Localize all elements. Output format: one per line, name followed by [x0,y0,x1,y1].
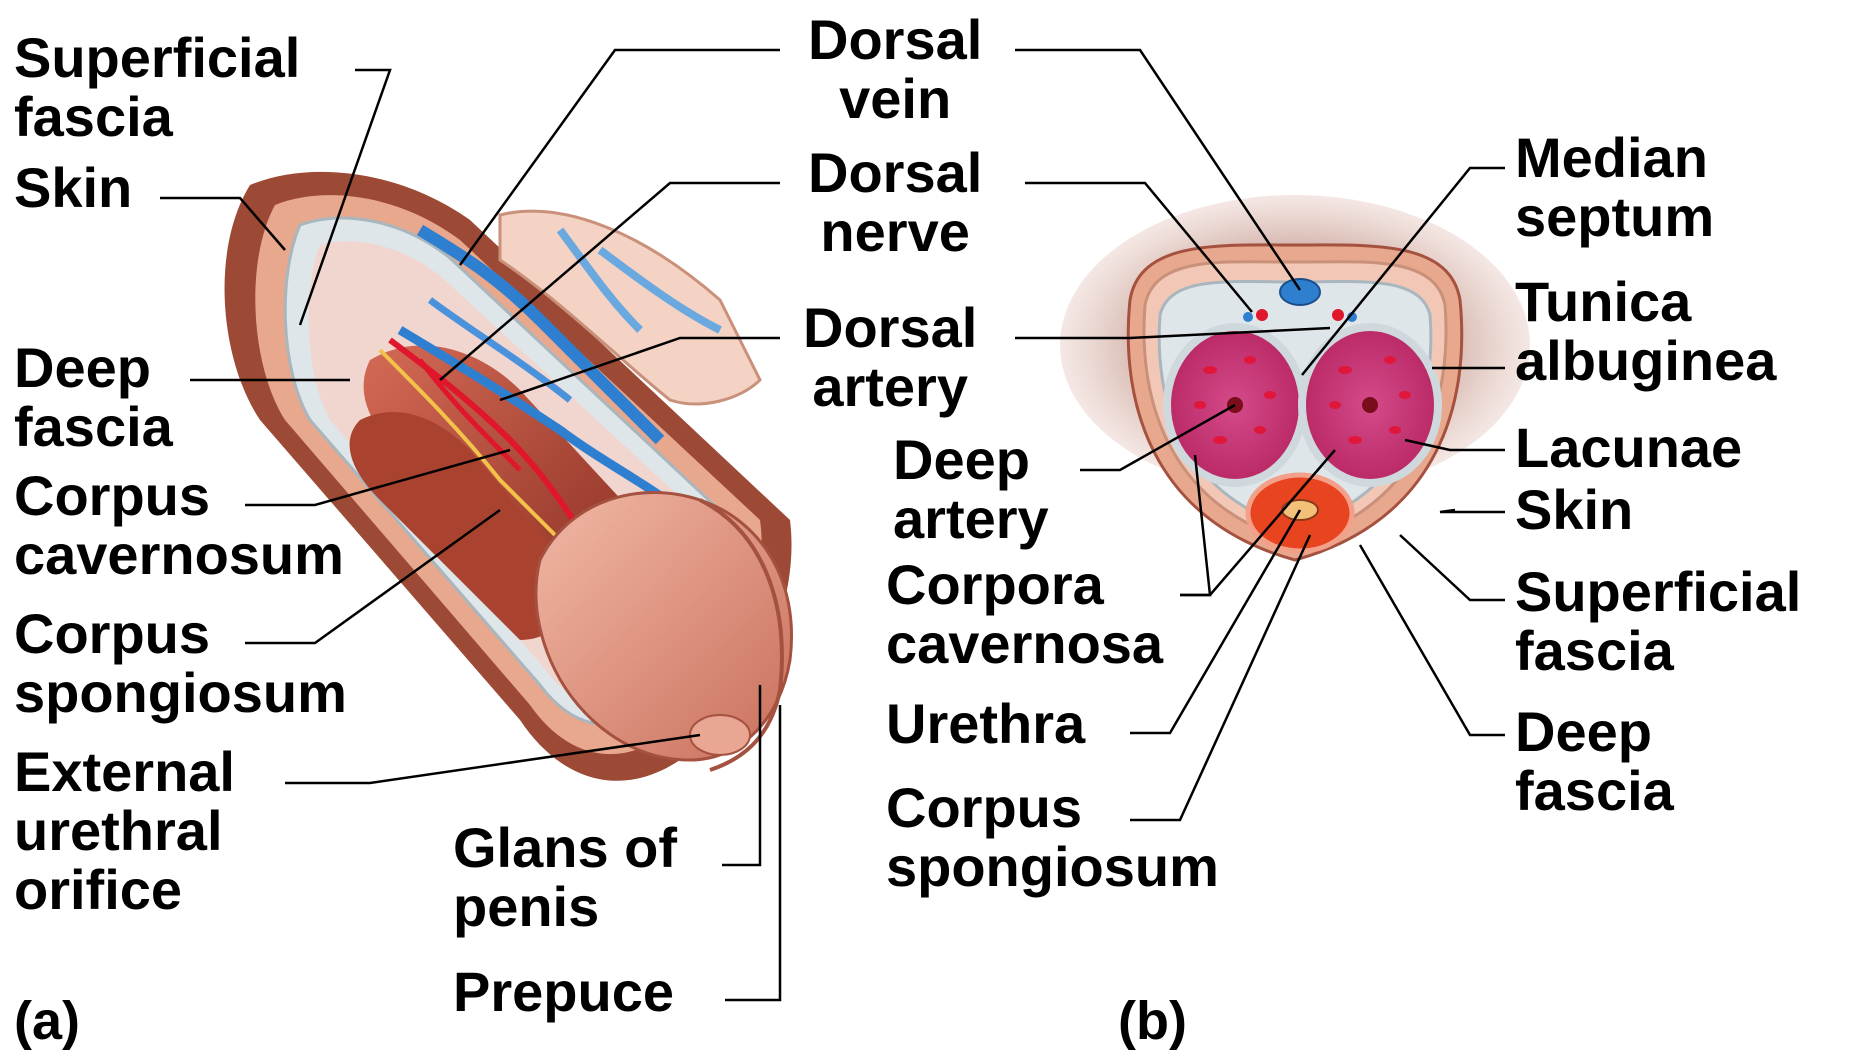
label-deep-fascia-a: Deep fascia [14,338,173,456]
label-dorsal-vein: Dorsal vein [808,10,982,128]
label-urethra: Urethra [886,694,1085,753]
label-prepuce: Prepuce [453,962,674,1021]
label-line: Corpora [886,555,1163,614]
label-superficial-fascia-b: Superficial fascia [1515,562,1801,680]
label-line: spongiosum [14,663,347,722]
label-line: Prepuce [453,962,674,1021]
label-line: Deep [1515,702,1674,761]
label-corpus-spongiosum-b: Corpus spongiosum [886,778,1219,896]
label-line: Glans of [453,818,677,877]
label-line: spongiosum [886,837,1219,896]
label-corpus-cavernosum: Corpus cavernosum [14,466,344,584]
label-skin-a: Skin [14,158,132,217]
label-line: cavernosum [14,525,344,584]
label-line: fascia [14,87,300,146]
section-dorsal-artery-left [1256,309,1268,321]
label-lacunae: Lacunae [1515,418,1742,477]
section-deep-artery-right [1362,397,1378,413]
panel-tag-b: (b) [1118,990,1187,1052]
label-line: Dorsal [808,10,982,69]
label-line: artery [803,357,977,416]
leader-superficial-fascia-b [1400,535,1505,600]
label-line: Superficial [14,28,300,87]
label-tunica-albuginea: Tunica albuginea [1515,272,1776,390]
label-line: Tunica [1515,272,1776,331]
label-line: orifice [14,860,235,919]
label-line: Corpus [14,604,347,663]
leader-skin-b [1440,510,1505,512]
leader-deep-fascia-b [1360,545,1505,735]
label-line: albuginea [1515,331,1776,390]
label-line: Deep [893,430,1049,489]
label-line: fascia [1515,621,1801,680]
label-glans-of-penis: Glans of penis [453,818,677,936]
label-line: penis [453,877,677,936]
label-line: Dorsal [808,143,982,202]
label-line: septum [1515,187,1714,246]
label-dorsal-nerve: Dorsal nerve [808,143,982,261]
label-line: nerve [808,202,982,261]
label-line: Skin [14,158,132,217]
section-dorsal-nerve-left [1243,312,1253,322]
label-dorsal-artery: Dorsal artery [803,298,977,416]
label-corpus-spongiosum-a: Corpus spongiosum [14,604,347,722]
label-superficial-fascia-a: Superficial fascia [14,28,300,146]
label-deep-fascia-b: Deep fascia [1515,702,1674,820]
label-line: cavernosa [886,614,1163,673]
label-external-urethral-orifice: External urethral orifice [14,742,235,919]
label-line: Lacunae [1515,418,1742,477]
label-line: Urethra [886,694,1085,753]
label-line: External [14,742,235,801]
label-line: Corpus [14,466,344,525]
panel-b-illustration [1060,195,1530,560]
label-line: urethral [14,801,235,860]
panel-tag-a: (a) [14,990,80,1052]
label-skin-b: Skin [1515,480,1633,539]
label-line: vein [808,69,982,128]
label-median-septum: Median septum [1515,128,1714,246]
section-dorsal-vein [1280,279,1320,305]
label-line: Dorsal [803,298,977,357]
label-corpora-cavernosa: Corpora cavernosa [886,555,1163,673]
label-line: artery [893,489,1049,548]
label-line: Corpus [886,778,1219,837]
label-line: Deep [14,338,173,397]
section-dorsal-artery-right [1332,309,1344,321]
label-line: Median [1515,128,1714,187]
label-deep-artery: Deep artery [893,430,1049,548]
label-line: fascia [14,397,173,456]
label-line: fascia [1515,761,1674,820]
label-line: Superficial [1515,562,1801,621]
label-line: Skin [1515,480,1633,539]
